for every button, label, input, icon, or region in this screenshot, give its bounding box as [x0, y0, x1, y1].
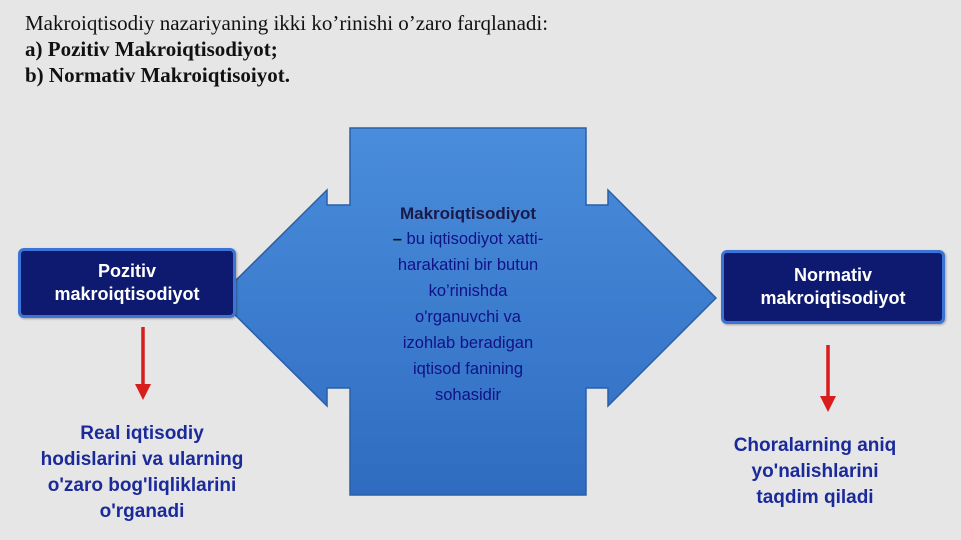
normativ-box-line-2: makroiqtisodiyot — [760, 288, 906, 308]
center-line-6: iqtisod fanining — [412, 360, 524, 378]
center-line-3: ko’rinishda — [428, 282, 508, 300]
center-title: Makroiqtisodiyot — [399, 204, 536, 223]
normativ-outcome-line-3: taqdim qiladi — [756, 487, 874, 508]
header-text: Makroiqtisodiy nazariyaning ikki ko’rini… — [25, 10, 548, 88]
pozitiv-outcome-line-1: Real iqtisodiy — [80, 423, 204, 444]
header-item-a: a) Pozitiv Makroiqtisodiyot; — [25, 37, 278, 61]
double-arrow-shape — [216, 127, 718, 496]
normativ-box-line-1: Normativ — [793, 265, 873, 285]
left-down-arrow — [135, 327, 151, 400]
right-down-arrow — [820, 345, 836, 412]
normativ-box: Normativ makroiqtisodiyot — [721, 250, 945, 324]
pozitiv-outcome-line-3: o'zaro bog'liqliklarini — [47, 475, 237, 496]
pozitiv-outcome-line-2: hodislarini va ularning — [40, 449, 244, 470]
normativ-outcome-line-1: Choralarning aniq — [733, 435, 897, 456]
center-dash: – — [392, 230, 402, 248]
pozitiv-outcome: Real iqtisodiy hodislarini va ularning o… — [12, 421, 272, 525]
normativ-outcome: Choralarning aniq yo'nalishlarini taqdim… — [700, 433, 930, 511]
pozitiv-box-line-1: Pozitiv — [97, 261, 156, 281]
center-line-5: izohlab beradigan — [402, 334, 534, 352]
center-definition: – bu iqtisodiyot xatti- harakatini bir b… — [352, 226, 584, 408]
pozitiv-outcome-line-4: o'rganadi — [99, 501, 185, 522]
center-line-4: o'rganuvchi va — [415, 308, 521, 326]
center-line-2: harakatini bir butun — [397, 256, 539, 274]
pozitiv-box: Pozitiv makroiqtisodiyot — [18, 248, 236, 318]
pozitiv-box-line-2: makroiqtisodiyot — [54, 284, 200, 304]
center-line-1-text: bu iqtisodiyot xatti- — [401, 230, 544, 248]
center-line-1: – bu iqtisodiyot xatti- — [352, 226, 584, 252]
header-intro: Makroiqtisodiy nazariyaning ikki ko’rini… — [25, 11, 549, 35]
normativ-outcome-line-2: yo'nalishlarini — [751, 461, 879, 482]
center-line-7: sohasidir — [434, 386, 502, 404]
header-item-b: b) Normativ Makroiqtisoiyot. — [25, 63, 291, 87]
